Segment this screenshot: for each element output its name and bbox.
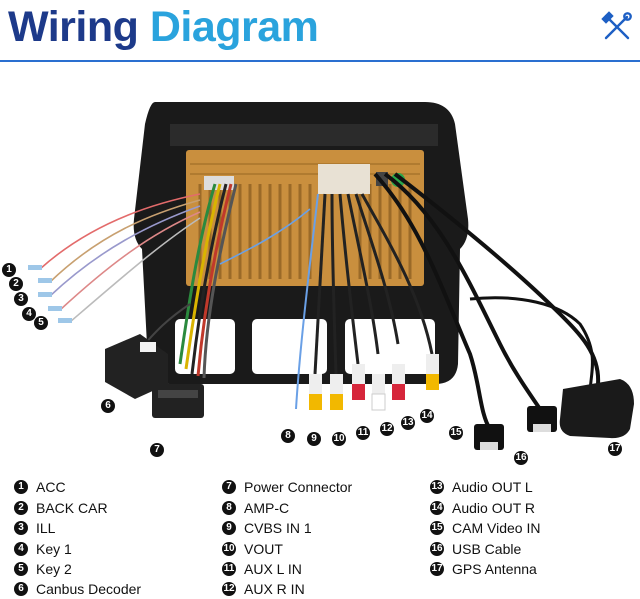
- legend-label: AUX L IN: [244, 560, 302, 577]
- legend-label: Power Connector: [244, 478, 353, 495]
- title-word-diagram: Diagram: [149, 3, 319, 51]
- legend-label: AMP-C: [244, 499, 290, 516]
- callout-3: 3: [14, 292, 28, 306]
- callout-6: 6: [101, 399, 115, 413]
- legend-item: 14 Audio OUT R: [430, 498, 535, 517]
- legend-label: AUX R IN: [244, 580, 305, 597]
- legend-label: GPS Antenna: [452, 560, 537, 577]
- callout-8: 8: [281, 429, 295, 443]
- legend-number: 10: [222, 541, 236, 556]
- legend-item: 13 Audio OUT L: [430, 477, 533, 496]
- legend-label: USB Cable: [452, 540, 522, 557]
- page-title: Wiring Diagram: [8, 2, 319, 52]
- callout-2: 2: [9, 277, 23, 291]
- legend-number: 9: [222, 520, 236, 535]
- tools-icon: [601, 11, 632, 40]
- title-underline: [0, 60, 640, 62]
- legend-number: 3: [14, 520, 28, 535]
- legend-item: 11 AUX L IN: [222, 559, 302, 578]
- legend-item: 12 AUX R IN: [222, 579, 305, 598]
- legend-item: 16 USB Cable: [430, 539, 521, 558]
- legend-label: Canbus Decoder: [36, 580, 142, 597]
- legend-label: ILL: [36, 519, 56, 536]
- legend-label: Audio OUT R: [452, 499, 535, 516]
- callout-1: 1: [2, 263, 16, 277]
- callout-17: 17: [608, 442, 622, 456]
- callout-10: 10: [332, 432, 346, 446]
- legend-label: VOUT: [244, 540, 283, 557]
- legend-number: 11: [222, 561, 236, 576]
- legend-item: 10 VOUT: [222, 539, 283, 558]
- legend-number: 16: [430, 541, 444, 556]
- legend-item: 17 GPS Antenna: [430, 559, 537, 578]
- legend-label: CVBS IN 1: [244, 519, 312, 536]
- legend-item: 7 Power Connector: [222, 477, 352, 496]
- legend-label: Audio OUT L: [452, 478, 533, 495]
- callout-4: 4: [22, 307, 36, 321]
- legend-item: 15 CAM Video IN: [430, 518, 540, 537]
- wiring-diagram-illustration: [28, 102, 634, 450]
- legend-number: 13: [430, 479, 444, 494]
- callout-16: 16: [514, 451, 528, 465]
- callout-14: 14: [420, 409, 434, 423]
- legend-label: CAM Video IN: [452, 519, 541, 536]
- legend-item: 2 BACK CAR: [14, 498, 108, 517]
- callout-12: 12: [380, 422, 394, 436]
- legend-number: 2: [14, 500, 28, 515]
- legend-item: 8 AMP-C: [222, 498, 289, 517]
- legend-number: 17: [430, 561, 444, 576]
- legend-item: 9 CVBS IN 1: [222, 518, 312, 537]
- legend-number: 4: [14, 541, 28, 556]
- callout-15: 15: [449, 426, 463, 440]
- legend-number: 12: [222, 581, 236, 596]
- callout-13: 13: [401, 416, 415, 430]
- legend-item: 6 Canbus Decoder: [14, 579, 141, 598]
- legend-number: 1: [14, 479, 28, 494]
- legend-number: 5: [14, 561, 28, 576]
- legend-label: Key 2: [36, 560, 72, 577]
- legend: 1 ACC 2 BACK CAR 3 ILL 4 Key 1 5 Key 2 6 Canbu…: [0, 474, 640, 599]
- callout-7: 7: [150, 443, 164, 457]
- legend-number: 8: [222, 500, 236, 515]
- callout-11: 11: [356, 426, 370, 440]
- legend-item: 1 ACC: [14, 477, 66, 496]
- legend-number: 6: [14, 581, 28, 596]
- legend-label: ACC: [36, 478, 66, 495]
- legend-item: 5 Key 2: [14, 559, 72, 578]
- callout-5: 5: [34, 316, 48, 330]
- title-word-wiring: Wiring: [8, 3, 139, 51]
- legend-item: 4 Key 1: [14, 539, 72, 558]
- legend-item: 3 ILL: [14, 518, 55, 537]
- legend-number: 14: [430, 500, 444, 515]
- legend-number: 15: [430, 520, 444, 535]
- legend-number: 7: [222, 479, 236, 494]
- legend-label: Key 1: [36, 540, 72, 557]
- callout-9: 9: [307, 432, 321, 446]
- head-unit: [133, 102, 469, 384]
- legend-label: BACK CAR: [36, 499, 108, 516]
